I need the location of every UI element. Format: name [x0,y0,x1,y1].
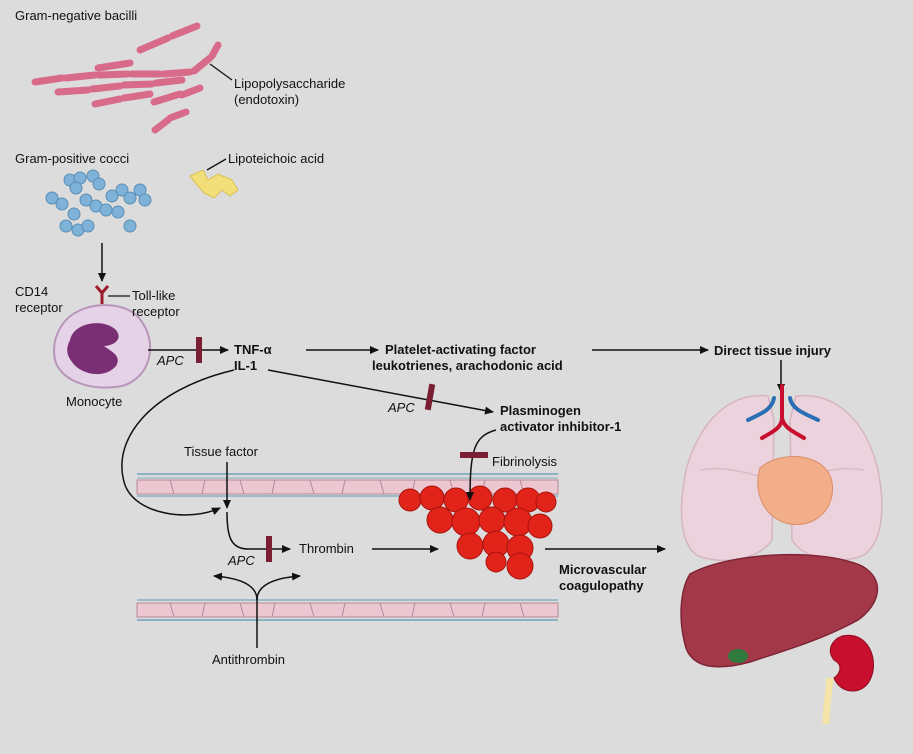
lta-leader-line [206,158,227,171]
lta-label: Lipoteichoic acid [228,151,325,166]
paf-label-line2: leukotrienes, arachodonic acid [372,358,563,373]
gram-positive-label: Gram-positive cocci [15,151,130,166]
apc-inhibitor-bar-3 [266,536,272,562]
cd14-label-line1: CD14 [15,284,49,299]
gram-negative-bacilli-icon [31,22,222,134]
antithrombin-arrows [213,572,301,648]
monocyte-icon [52,304,152,389]
toll-like-receptor-icon [94,285,110,304]
cd14-label-line2: receptor [15,300,63,315]
apc-label-3: APC [228,553,255,568]
lipoteichoic-acid-icon [189,169,239,199]
thrombin-label: Thrombin [299,541,354,556]
apc-label-2: APC [388,400,415,415]
lps-label-line2: (endotoxin) [234,92,300,107]
trachea-vessels-icon [746,384,820,440]
arrow-fibrinolysis-to-clot [466,429,497,501]
direct-injury-label: Direct tissue injury [714,343,832,358]
upper-vessel-wall [136,473,559,497]
pai-label-line1: Plasminogen [500,403,581,418]
fibrinolysis-inhibitor-bar [460,452,488,458]
antithrombin-label: Antithrombin [212,652,285,667]
monocyte-label: Monocyte [66,394,123,409]
microvascular-label-line1: Microvascular [559,562,647,577]
tlr-label-line2: receptor [132,304,180,319]
tlr-label-line1: Toll-like [132,288,176,303]
gram-positive-cocci-icon [45,169,152,237]
il1-label: IL-1 [234,358,258,373]
apc-label-1: APC [157,353,184,368]
gram-negative-label: Gram-negative bacilli [15,8,138,23]
paf-label-line1: Platelet-activating factor [385,342,536,357]
lower-vessel-wall [136,599,559,621]
heart-icon [757,456,833,525]
fibrinolysis-label: Fibrinolysis [492,454,558,469]
pai-label-line2: activator inhibitor-1 [500,419,622,434]
lps-label-line1: Lipopolysaccharide [234,76,346,91]
tissue-factor-label: Tissue factor [184,444,258,459]
apc-inhibitor-bar [196,337,202,363]
lps-leader-line [209,63,233,81]
microvascular-label-line2: coagulopathy [559,578,644,593]
tnf-label: TNF-α [234,342,272,357]
gallbladder-icon [728,649,748,663]
blood-clot-icon [398,485,557,580]
arrow-il1-to-tissue-factor [121,369,235,516]
kidney-icon [822,634,874,725]
apc-inhibitor-bar-2 [424,383,436,411]
arrow-il1-to-pai [267,369,494,415]
arrow-to-thrombin [226,511,291,553]
liver-icon [680,553,879,668]
